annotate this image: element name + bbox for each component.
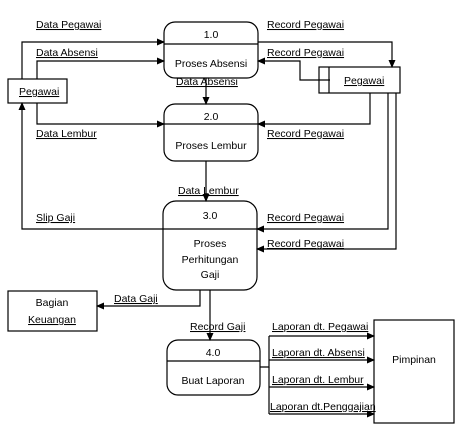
flow-data-lembur-in xyxy=(36,103,165,128)
data-store-pegawai[interactable]: Pegawai xyxy=(318,66,401,94)
flow-laporan-trunk xyxy=(260,336,270,368)
process-3-name-line2: Perhitungan xyxy=(182,254,239,266)
process-2-number: 2.0 xyxy=(204,111,219,123)
flow-data-pegawai xyxy=(21,38,165,79)
flow-record-pegawai-4 xyxy=(256,93,389,233)
process-4-name: Buat Laporan xyxy=(181,375,244,387)
label-data-lembur-out: Data Lembur xyxy=(178,185,239,197)
process-3-number: 3.0 xyxy=(203,210,218,222)
flow-slip-gaji xyxy=(18,102,163,230)
label-record-pegawai-3: Record Pegawai xyxy=(267,128,344,140)
data-store-pegawai-label: Pegawai xyxy=(344,75,384,87)
label-slip-gaji: Slip Gaji xyxy=(36,212,75,224)
label-laporan-penggajian: Laporan dt.Penggajian xyxy=(270,401,376,413)
label-laporan-pegawai: Laporan dt. Pegawai xyxy=(272,321,368,333)
flow-record-pegawai-3 xyxy=(257,93,371,128)
process-1-proses-absensi[interactable]: 1.0 Proses Absensi xyxy=(163,21,259,79)
label-record-pegawai-2: Record Pegawai xyxy=(267,47,344,59)
entity-bagian-keuangan-line1: Bagian xyxy=(36,297,69,309)
label-data-pegawai: Data Pegawai xyxy=(36,19,101,31)
process-3-name-line1: Proses xyxy=(194,238,227,250)
process-2-proses-lembur[interactable]: 2.0 Proses Lembur xyxy=(163,103,259,162)
flow-record-pegawai-2 xyxy=(257,57,330,81)
label-record-pegawai-4: Record Pegawai xyxy=(267,212,344,224)
label-data-absensi-out: Data Absensi xyxy=(176,76,238,88)
entity-pimpinan[interactable]: Pimpinan xyxy=(373,319,455,424)
label-record-pegawai-5: Record Pegawai xyxy=(267,238,344,250)
flow-data-gaji xyxy=(96,290,201,310)
process-4-buat-laporan[interactable]: 4.0 Buat Laporan xyxy=(166,339,261,396)
entity-pimpinan-label: Pimpinan xyxy=(392,354,436,366)
label-record-gaji: Record Gaji xyxy=(190,321,245,333)
entity-bagian-keuangan[interactable]: Bagian Keuangan xyxy=(7,290,98,332)
label-laporan-absensi: Laporan dt. Absensi xyxy=(272,347,365,359)
label-record-pegawai-1: Record Pegawai xyxy=(267,19,344,31)
process-3-name-line3: Gaji xyxy=(201,269,220,281)
entity-bagian-keuangan-line2: Keuangan xyxy=(28,314,76,326)
label-laporan-lembur: Laporan dt. Lembur xyxy=(272,374,364,386)
flow-record-pegawai-5 xyxy=(256,93,397,253)
entity-pegawai[interactable]: Pegawai xyxy=(7,78,68,104)
label-data-lembur-in: Data Lembur xyxy=(36,128,97,140)
process-1-name: Proses Absensi xyxy=(175,58,247,70)
label-data-absensi-in: Data Absensi xyxy=(36,47,98,59)
flow-data-absensi-in xyxy=(36,57,165,79)
process-2-name: Proses Lembur xyxy=(175,140,247,152)
flow-record-pegawai-1 xyxy=(258,41,396,68)
label-data-gaji: Data Gaji xyxy=(114,293,158,305)
process-1-number: 1.0 xyxy=(204,29,219,41)
process-4-number: 4.0 xyxy=(206,347,221,359)
entity-pegawai-label: Pegawai xyxy=(19,86,59,98)
process-3-proses-perhitungan-gaji[interactable]: 3.0 Proses Perhitungan Gaji xyxy=(162,200,258,291)
